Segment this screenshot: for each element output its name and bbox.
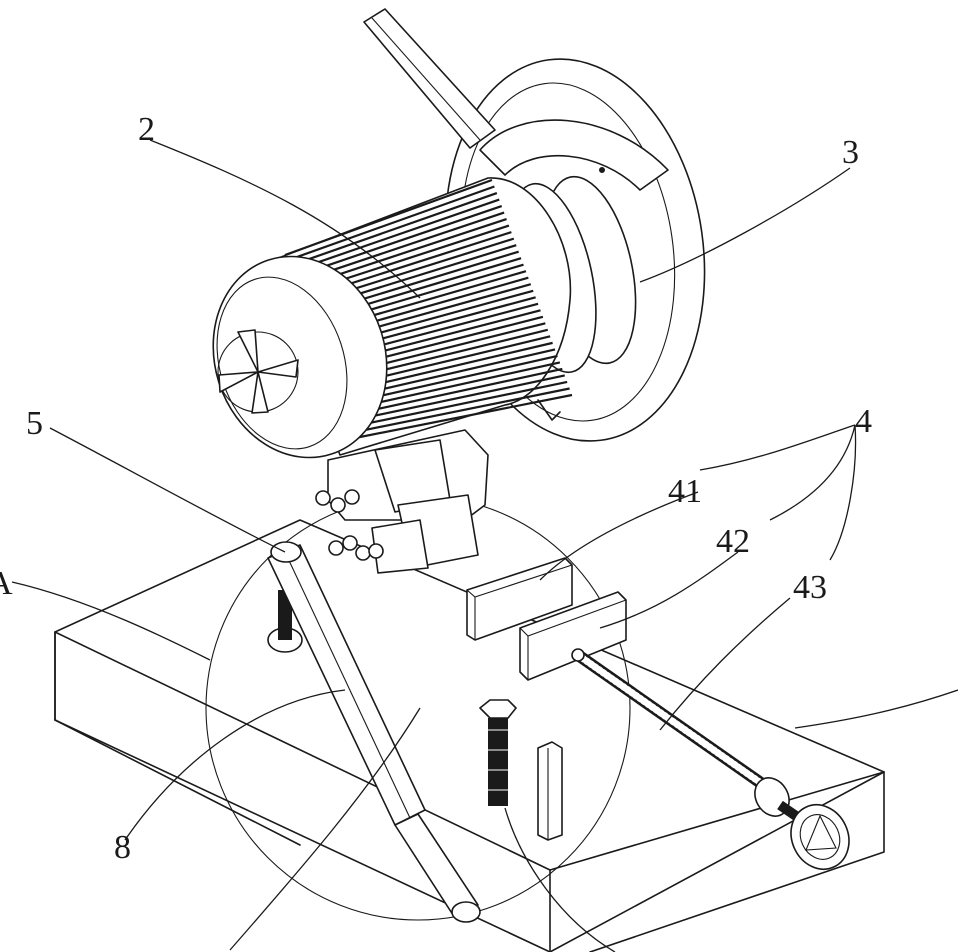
cooling-fin: [342, 387, 570, 436]
base-plate: [54, 519, 885, 952]
callout-labels: 2 3 4 41 42 43 5 8 A: [0, 111, 872, 866]
cooling-fin: [288, 191, 498, 268]
cooling-fin: [339, 374, 565, 425]
support-rod: [267, 541, 481, 923]
callout-8: 8: [114, 829, 131, 866]
leader-lines: [11, 139, 958, 952]
callout-3: 3: [842, 134, 859, 171]
callout-2: 2: [138, 111, 155, 148]
cooling-fin: [341, 380, 568, 430]
bracket-bolts: [315, 489, 384, 561]
cooling-fin: [286, 185, 495, 262]
handwheel-icon: [790, 804, 850, 870]
callout-5: 5: [26, 405, 43, 442]
motor-mount-bracket: [315, 429, 489, 574]
guide-key: [537, 741, 563, 841]
callout-41: 41: [668, 473, 702, 510]
callout-42: 42: [716, 523, 750, 560]
cooling-fin: [284, 178, 493, 257]
vertical-bolt: [479, 699, 517, 806]
cooling-fin: [290, 198, 500, 273]
callout-43: 43: [793, 569, 827, 606]
handle-bar: [363, 8, 496, 149]
cooling-fin: [344, 393, 573, 442]
fan-vent-icon: [217, 329, 299, 414]
lead-screw: [571, 648, 815, 832]
callout-4: 4: [855, 403, 872, 440]
callout-a: A: [0, 565, 13, 602]
clamp-block-42: [519, 591, 627, 681]
motor: [212, 175, 637, 459]
